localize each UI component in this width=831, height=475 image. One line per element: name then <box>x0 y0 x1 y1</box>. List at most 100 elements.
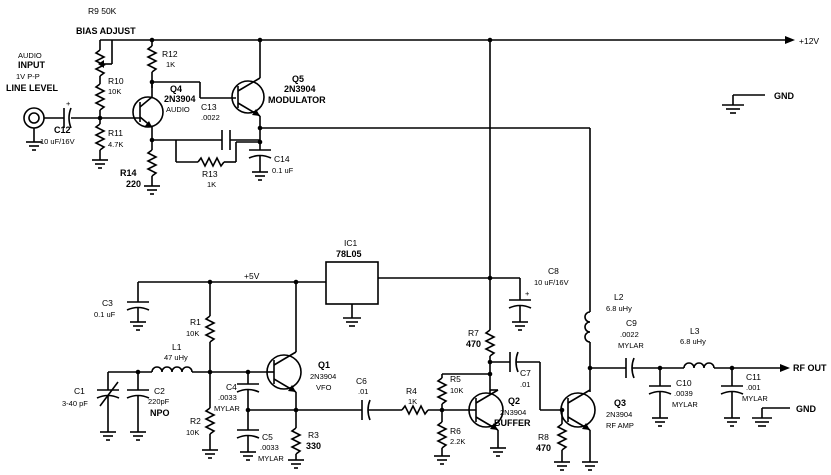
label-rf-out: RF OUT <box>793 363 827 373</box>
label-r7: R7 <box>468 328 479 338</box>
label-r10-value: 10K <box>108 87 121 96</box>
label-line-level: LINE LEVEL <box>6 83 59 93</box>
l3-inductor <box>683 362 780 369</box>
q2-transistor <box>468 389 506 457</box>
label-q5-role: MODULATOR <box>268 95 326 105</box>
label-l3-value: 6.8 uHy <box>680 337 706 346</box>
c6-capacitor <box>296 399 402 421</box>
label-c9-type: MYLAR <box>618 341 644 350</box>
label-r13: R13 <box>202 169 218 179</box>
label-c1-value: 3-40 pF <box>62 399 88 408</box>
label-r4: R4 <box>406 386 417 396</box>
label-c5-type: MYLAR <box>258 454 284 463</box>
label-r3-value: 330 <box>306 441 321 451</box>
label-q1-type: 2N3904 <box>310 372 336 381</box>
label-c12: C12 <box>54 125 71 135</box>
label-r3: R3 <box>308 430 319 440</box>
plus12-arrow-icon <box>785 36 795 44</box>
label-vpp: 1V P-P <box>16 72 40 81</box>
label-c2-type: NPO <box>150 408 170 418</box>
label-c6: C6 <box>356 376 367 386</box>
rf-out-arrow-icon <box>780 364 790 372</box>
r13-resistor <box>197 156 225 168</box>
label-c9-value: .0022 <box>620 330 639 339</box>
label-r2-value: 10K <box>186 428 199 437</box>
c12-capacitor <box>63 107 100 129</box>
ground-top-right <box>722 94 765 114</box>
q5-transistor <box>231 40 265 142</box>
c9-capacitor <box>590 357 684 379</box>
r3-resistor <box>288 427 304 469</box>
c11-capacitor <box>720 368 744 427</box>
label-r1: R1 <box>190 317 201 327</box>
label-l2: L2 <box>614 292 624 302</box>
label-c7: C7 <box>520 368 531 378</box>
label-r8: R8 <box>538 432 549 442</box>
label-r13-value: 1K <box>207 180 216 189</box>
label-c13: C13 <box>201 102 217 112</box>
r7-resistor <box>484 278 496 394</box>
label-c1: C1 <box>74 386 85 396</box>
r8-resistor <box>554 410 570 471</box>
label-q2: Q2 <box>508 396 520 406</box>
q1-transistor <box>266 282 302 428</box>
l2-inductor <box>584 311 591 392</box>
r1-resistor <box>204 282 216 408</box>
label-r12-value: 1K <box>166 60 175 69</box>
label-c4: C4 <box>226 382 237 392</box>
label-q3: Q3 <box>614 398 626 408</box>
label-ic1: IC1 <box>344 238 358 248</box>
label-q2-role: BUFFER <box>494 418 531 428</box>
r14-resistor <box>144 140 160 195</box>
label-r10: R10 <box>108 76 124 86</box>
label-c11: C11 <box>746 372 761 382</box>
label-q1: Q1 <box>318 360 330 370</box>
label-r7-value: 470 <box>466 339 481 349</box>
label-c5-value: .0033 <box>260 443 279 452</box>
label-ic1-type: 78L05 <box>336 249 362 259</box>
label-c10-type: MYLAR <box>672 400 698 409</box>
c10-capacitor <box>648 368 672 427</box>
q3-transistor <box>560 389 598 471</box>
c1-variable-capacitor <box>96 372 120 441</box>
c5-capacitor <box>236 410 260 461</box>
label-q1-role: VFO <box>316 383 332 392</box>
label-r6-value: 2.2K <box>450 437 465 446</box>
label-q4: Q4 <box>170 84 182 94</box>
c13-capacitor <box>176 130 260 150</box>
label-c5: C5 <box>262 432 273 442</box>
label-plus12v: +12V <box>799 36 819 46</box>
c2-capacitor <box>126 372 150 441</box>
label-c2-value: 220pF <box>148 397 170 406</box>
r9-potentiometer <box>94 40 113 80</box>
label-r11: R11 <box>108 128 123 138</box>
label-audio: AUDIO <box>18 51 42 60</box>
label-r14: R14 <box>120 168 137 178</box>
label-r5-value: 10K <box>450 386 463 395</box>
label-r11-value: 4.7K <box>108 140 123 149</box>
label-r6: R6 <box>450 426 461 436</box>
ic1-regulator <box>325 261 379 327</box>
label-c14-value: 0.1 uF <box>272 166 294 175</box>
audio-input-jack-icon <box>23 107 64 151</box>
label-q5: Q5 <box>292 74 304 84</box>
ground-bottom-right <box>752 407 790 427</box>
r4-resistor <box>401 404 476 416</box>
label-c12-value: 10 uF/16V <box>40 137 75 146</box>
label-plus5v: +5V <box>244 271 260 281</box>
label-r1-value: 10K <box>186 329 199 338</box>
label-input: INPUT <box>18 60 46 70</box>
label-c10: C10 <box>676 378 692 388</box>
l1-inductor <box>108 366 268 373</box>
label-r9: R9 50K <box>88 6 117 16</box>
label-q5-type: 2N3904 <box>284 84 316 94</box>
label-l2-value: 6.8 uHy <box>606 304 632 313</box>
label-c4-value: .0033 <box>218 393 237 402</box>
label-c4-type: MYLAR <box>214 404 240 413</box>
label-r2: R2 <box>190 416 201 426</box>
label-c8-value: 10 uF/16V <box>534 278 569 287</box>
label-c3: C3 <box>102 298 113 308</box>
label-q3-role: RF AMP <box>606 421 634 430</box>
label-c3-value: 0.1 uF <box>94 310 116 319</box>
